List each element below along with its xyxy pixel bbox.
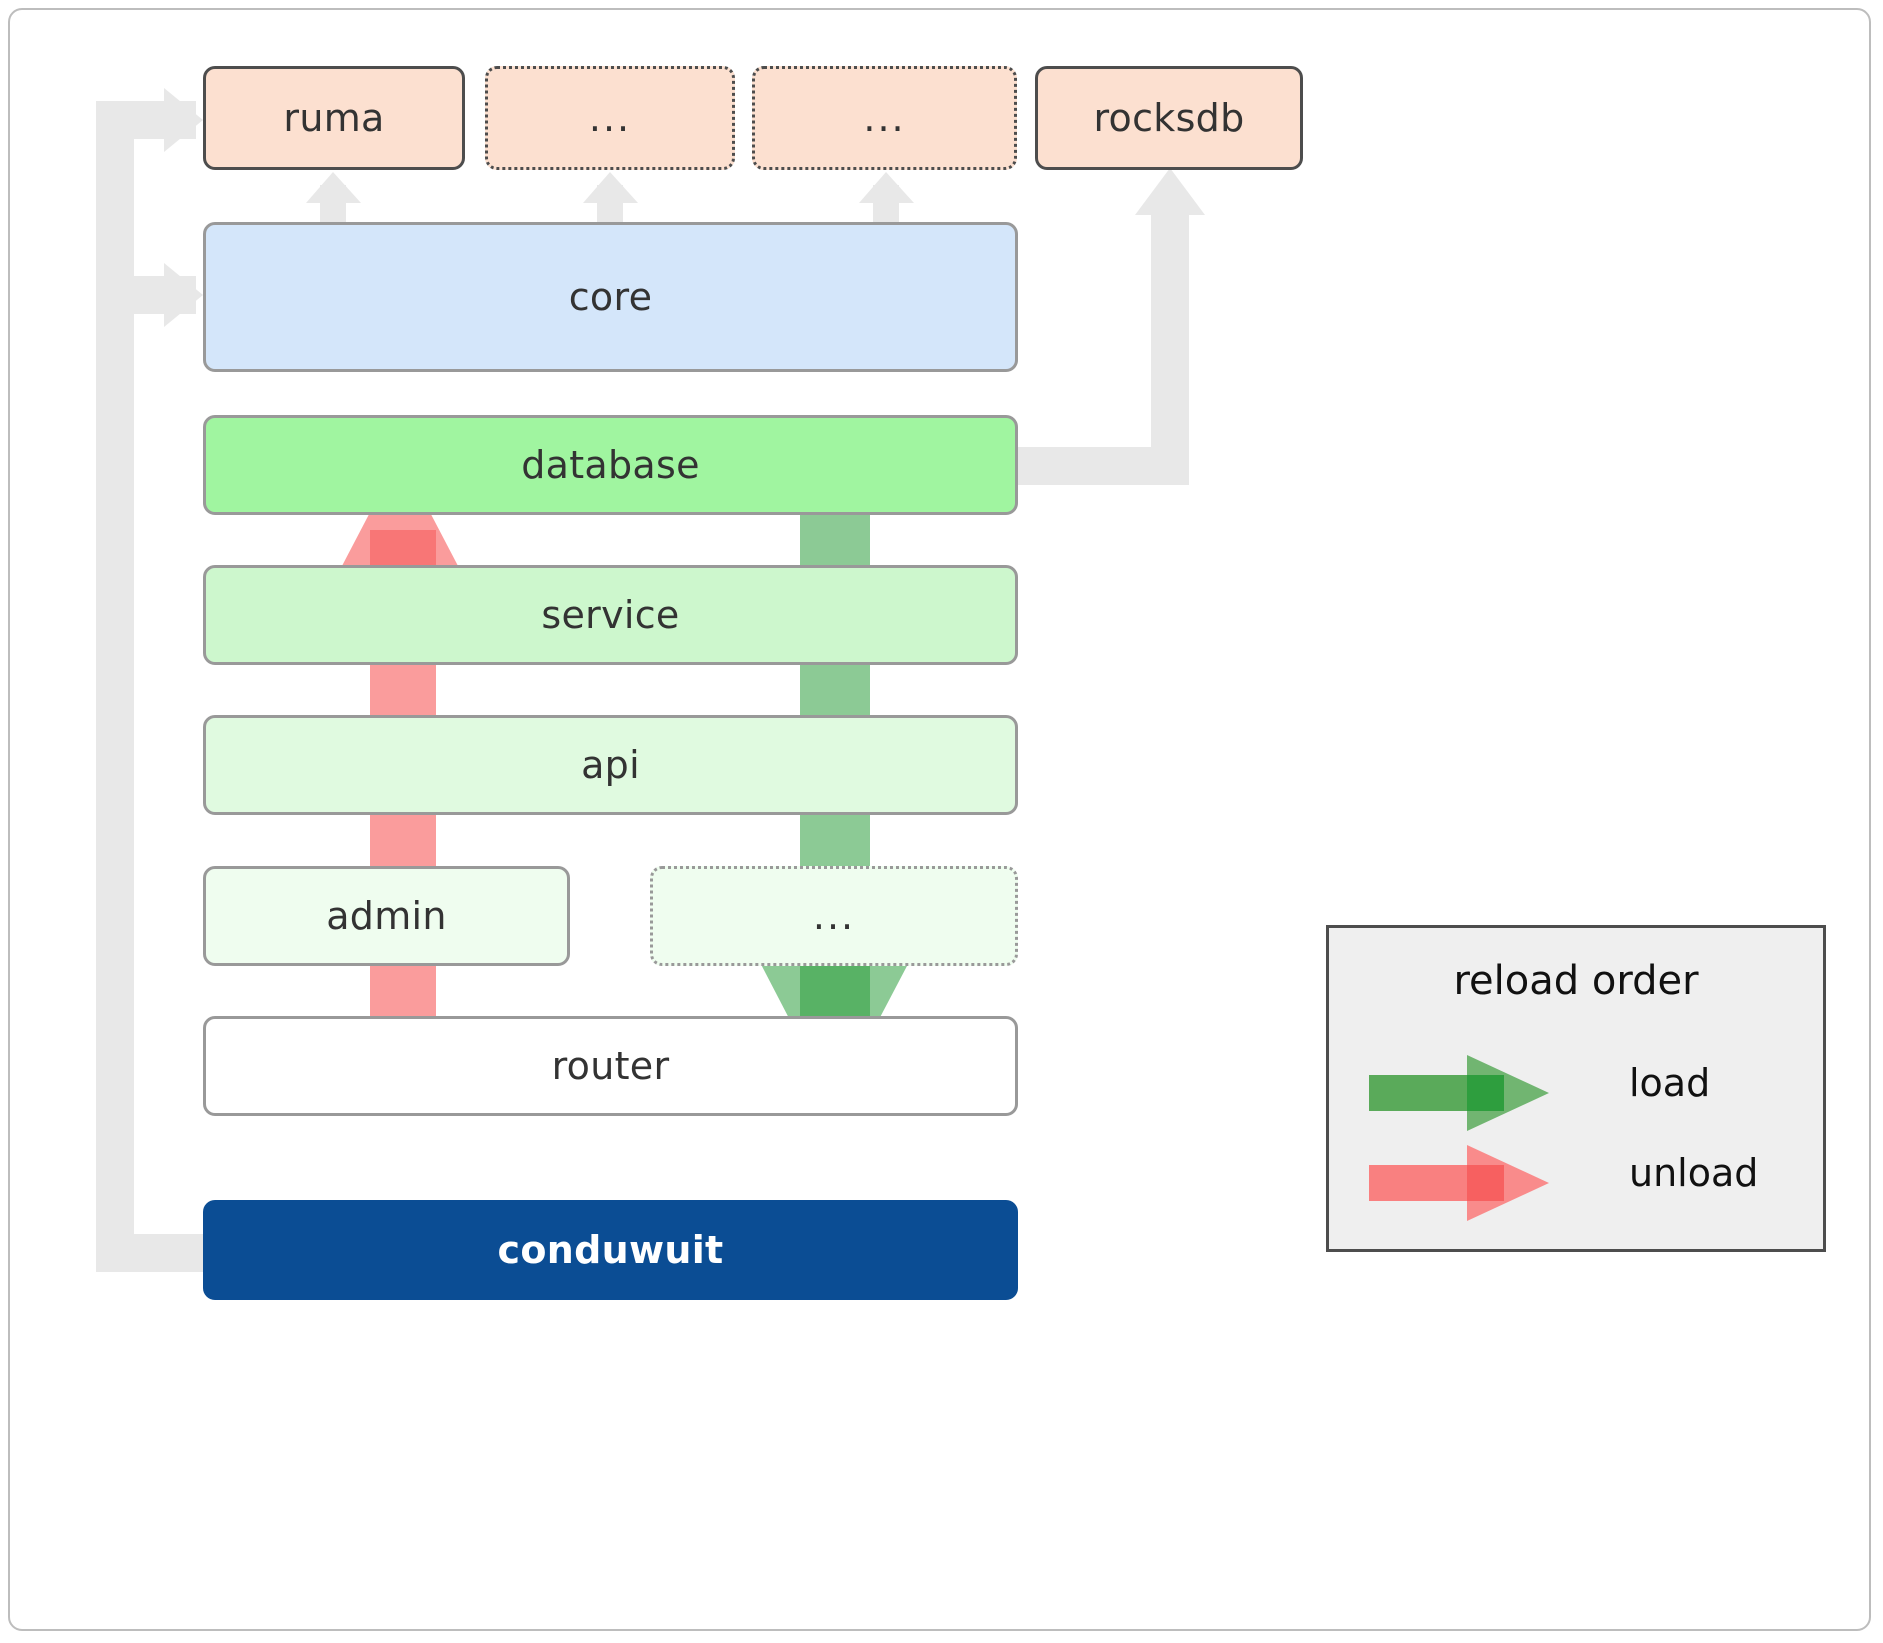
- node-core[interactable]: core: [203, 222, 1018, 372]
- unload-arrow-icon: [1369, 1145, 1549, 1221]
- node-ruma[interactable]: ruma: [203, 66, 465, 170]
- node-api-label: api: [581, 743, 640, 787]
- node-router-label: router: [551, 1044, 670, 1088]
- legend: reload order load unload: [1326, 925, 1826, 1252]
- legend-row-unload: unload: [1329, 1143, 1823, 1223]
- node-database-label: database: [521, 443, 700, 487]
- load-arrow-icon: [1369, 1055, 1549, 1131]
- node-stack-ellipsis[interactable]: ...: [650, 866, 1018, 966]
- node-dependency-ellipsis-2-label: ...: [863, 96, 906, 140]
- node-rocksdb-label: rocksdb: [1093, 96, 1245, 140]
- legend-label-unload: unload: [1629, 1151, 1759, 1195]
- node-ruma-label: ruma: [283, 96, 385, 140]
- node-rocksdb[interactable]: rocksdb: [1035, 66, 1303, 170]
- node-conduwuit[interactable]: conduwuit: [203, 1200, 1018, 1300]
- node-database[interactable]: database: [203, 415, 1018, 515]
- node-router[interactable]: router: [203, 1016, 1018, 1116]
- node-dependency-ellipsis-1[interactable]: ...: [485, 66, 735, 170]
- legend-title: reload order: [1453, 958, 1699, 1004]
- node-admin[interactable]: admin: [203, 866, 570, 966]
- legend-row-load: load: [1329, 1053, 1823, 1133]
- node-conduwuit-label: conduwuit: [497, 1228, 724, 1272]
- node-admin-label: admin: [326, 894, 447, 938]
- node-dependency-ellipsis-1-label: ...: [588, 96, 632, 140]
- node-core-label: core: [568, 275, 653, 319]
- node-dependency-ellipsis-2[interactable]: ...: [752, 66, 1017, 170]
- node-service-label: service: [541, 593, 680, 637]
- node-stack-ellipsis-label: ...: [812, 894, 856, 938]
- node-service[interactable]: service: [203, 565, 1018, 665]
- legend-label-load: load: [1629, 1061, 1711, 1105]
- node-api[interactable]: api: [203, 715, 1018, 815]
